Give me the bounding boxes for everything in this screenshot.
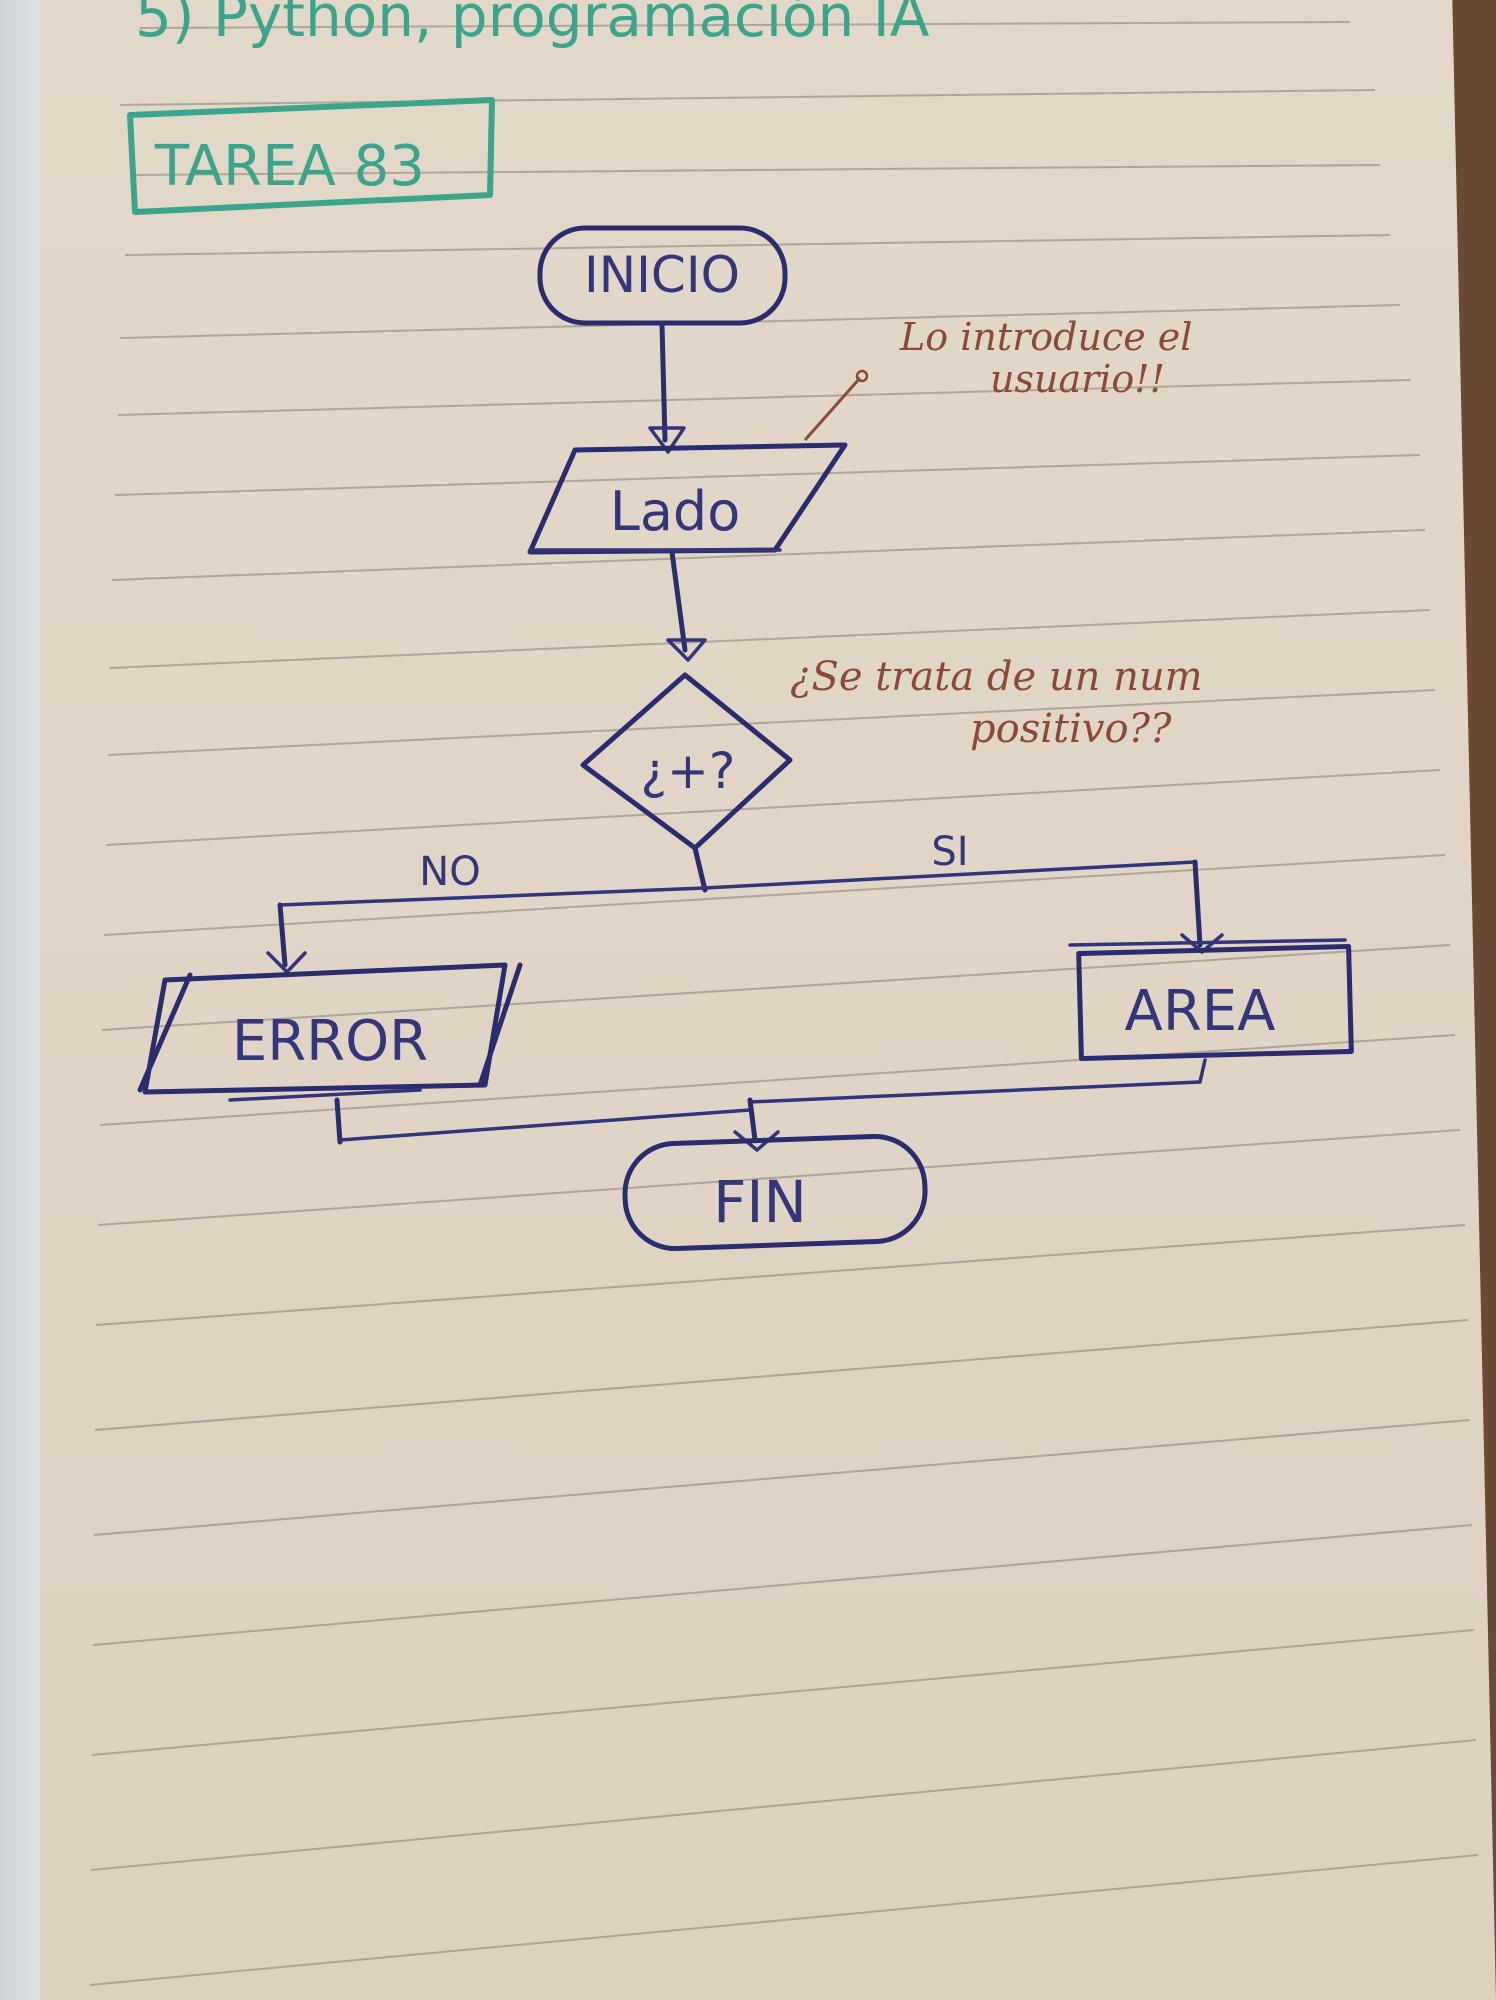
input-note-line1: Lo introduce el	[899, 315, 1192, 359]
header-partial-text: 5) Python, programación IA	[135, 0, 930, 50]
branch-no-label: NO	[419, 849, 480, 895]
input-parallelogram: Lado	[527, 442, 848, 555]
end-terminal: FIN	[622, 1134, 928, 1251]
ruled-lines	[89, 21, 1479, 1986]
branch-yes-label: SI	[931, 829, 968, 875]
area-label: AREA	[1125, 979, 1276, 1044]
area-process-box: AREA	[1068, 938, 1354, 1062]
error-output-box: ERROR	[137, 962, 523, 1102]
arrow-input-to-decision	[666, 549, 707, 662]
input-note: Lo introduce el usuario!!	[803, 315, 1192, 441]
decision-diamond: ¿+?	[580, 672, 793, 851]
decision-label: ¿+?	[641, 742, 736, 800]
end-label: FIN	[713, 1168, 807, 1236]
task-title-box: TAREA 83	[127, 97, 495, 215]
error-label: ERROR	[232, 1009, 428, 1074]
input-label: Lado	[610, 480, 741, 543]
arrow-start-to-input	[648, 322, 686, 454]
decision-note: ¿Se trata de un num positivo??	[790, 654, 1203, 752]
decision-note-line1: ¿Se trata de un num	[790, 654, 1203, 700]
branch-connectors	[266, 845, 1224, 974]
input-note-line2: usuario!!	[990, 357, 1165, 401]
start-label: INICIO	[584, 246, 740, 304]
start-terminal: INICIO	[537, 225, 788, 326]
task-title: TAREA 83	[154, 134, 425, 199]
decision-note-line2: positivo??	[970, 706, 1172, 752]
merge-connectors	[334, 1058, 1207, 1152]
